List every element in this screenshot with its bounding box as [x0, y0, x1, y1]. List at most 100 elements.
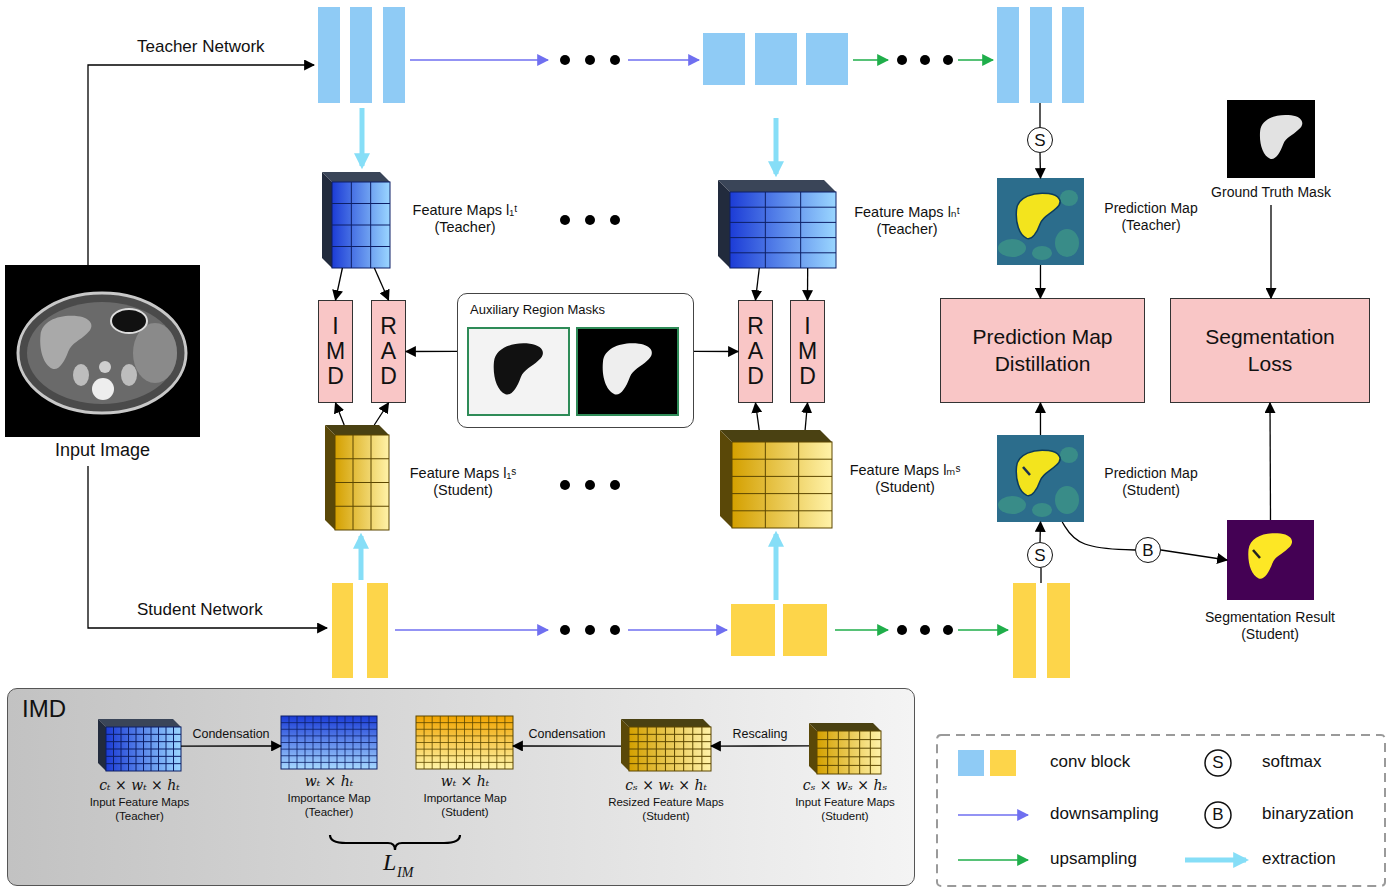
extraction-arrow [359, 536, 364, 580]
connector [756, 403, 760, 430]
ellipsis-dot [585, 625, 595, 635]
node-text: cₛ × wₜ × hₜ [604, 777, 728, 794]
extraction-arrow [360, 108, 365, 166]
cube-graphic [322, 172, 390, 268]
node-subtext: Importance Map (Teacher) [268, 792, 390, 820]
upsampling-arrow [835, 629, 888, 631]
node-subtext: Input Feature Maps (Teacher) [78, 796, 201, 824]
node-text: IMD [22, 695, 900, 724]
image-graphic [997, 435, 1084, 522]
body-outline [18, 293, 186, 413]
conv-block [318, 7, 340, 103]
legend-text: softmax [1262, 752, 1322, 772]
node-text: Segmentation Result (Student) [1190, 609, 1350, 643]
rad-box: RAD [371, 300, 406, 403]
downsampling-arrow [410, 59, 548, 61]
connector [513, 745, 621, 746]
connector [1062, 522, 1135, 550]
feature-map-cube: cₛ × wₜ × hₜResized Feature Maps (Studen… [621, 719, 711, 771]
node-text: B [1142, 542, 1153, 559]
ellipsis-dot [897, 625, 907, 635]
grid-line [416, 729, 513, 730]
network-line [88, 65, 314, 265]
loss-symbol: L [383, 849, 396, 877]
text-holder: Input Image [5, 440, 200, 462]
legend-softmax-sample [1205, 750, 1231, 776]
importance-map: wₜ × hₜImportance Map (Student) [416, 716, 513, 769]
grid-line [732, 493, 832, 494]
liver-shape [1016, 193, 1060, 238]
node-text: Feature Maps lₙᵗ (Teacher) [842, 204, 972, 239]
text-holder: Feature Maps lₙᵗ (Teacher) [842, 204, 972, 239]
legend-upsampling-sample [958, 859, 1028, 861]
grid-line [730, 237, 836, 238]
downsampling-arrow [628, 59, 699, 61]
spleen-shape [133, 323, 177, 383]
text-holder: Student Network [137, 600, 263, 620]
cube-graphic [720, 430, 832, 528]
node-text: Prediction Map Distillation [957, 324, 1129, 377]
grid-line [416, 735, 513, 736]
imd-box: IMD [318, 300, 353, 403]
error-mark [1023, 467, 1030, 475]
grid-line [416, 749, 513, 750]
grid-line [281, 729, 377, 730]
node-text: RAD [744, 314, 767, 390]
text-holder: Segmentation Result (Student) [1190, 609, 1350, 643]
feature-map-cube: Feature Maps l₁ˢ (Student) [325, 425, 389, 530]
network-label: Student Network [137, 600, 263, 620]
grid-line [106, 741, 181, 742]
cube-side [718, 180, 730, 268]
node-text: IMD [324, 314, 347, 390]
ellipsis-dot [560, 55, 570, 65]
text-holder: wₜ × hₜImportance Map (Student) [404, 773, 526, 819]
legend-symbol-letter: B [1212, 805, 1223, 825]
ellipsis-dot [610, 625, 620, 635]
softmax-link [1040, 568, 1041, 583]
ellipsis-dot [920, 55, 930, 65]
kidney-shape [121, 364, 137, 386]
cube-graphic [621, 719, 711, 771]
stomach-shape [111, 309, 147, 333]
loss-box: Segmentation Loss [1170, 298, 1370, 403]
downsampling-arrow [395, 629, 548, 631]
grid-line [629, 749, 711, 750]
conv-block [755, 33, 797, 85]
ellipsis-dot [943, 55, 953, 65]
aorta-shape [99, 361, 111, 373]
legend-frame [937, 735, 1385, 886]
text-holder: cₜ × wₜ × hₜInput Feature Maps (Teacher) [78, 777, 201, 823]
grid-line [730, 252, 836, 253]
grid-line [629, 756, 711, 757]
image-ground [1227, 100, 1315, 178]
ellipsis-dot [610, 55, 620, 65]
conv-block [1047, 583, 1070, 678]
text-holder: IM [397, 865, 413, 881]
cube-front [332, 182, 390, 268]
node-text: Prediction Map (Student) [1095, 465, 1207, 499]
feature-map-cube: cₜ × wₜ × hₜInput Feature Maps (Teacher) [98, 719, 181, 771]
ellipsis-dot [560, 215, 570, 225]
connector [756, 268, 760, 300]
cube-front [106, 727, 181, 771]
grid-line [730, 222, 836, 223]
cube-side [322, 172, 332, 268]
liver-shape [40, 316, 91, 369]
grid-line [800, 192, 801, 268]
grid-line [281, 755, 377, 756]
probability-blob [1032, 246, 1052, 260]
text-holder: Feature Maps l₁ˢ (Student) [398, 465, 528, 500]
cube-front [335, 435, 389, 530]
node-subtext: Resized Feature Maps (Student) [604, 796, 728, 824]
cube-side [809, 723, 817, 774]
node-text: RAD [377, 314, 400, 390]
node-text: S [1034, 132, 1045, 149]
grid-line [827, 731, 828, 774]
conv-block [1062, 7, 1084, 103]
upsampling-arrow [958, 629, 1008, 631]
conv-block [731, 604, 775, 656]
network-line [88, 466, 327, 628]
cube-side [325, 425, 335, 530]
conv-block [1013, 583, 1036, 678]
